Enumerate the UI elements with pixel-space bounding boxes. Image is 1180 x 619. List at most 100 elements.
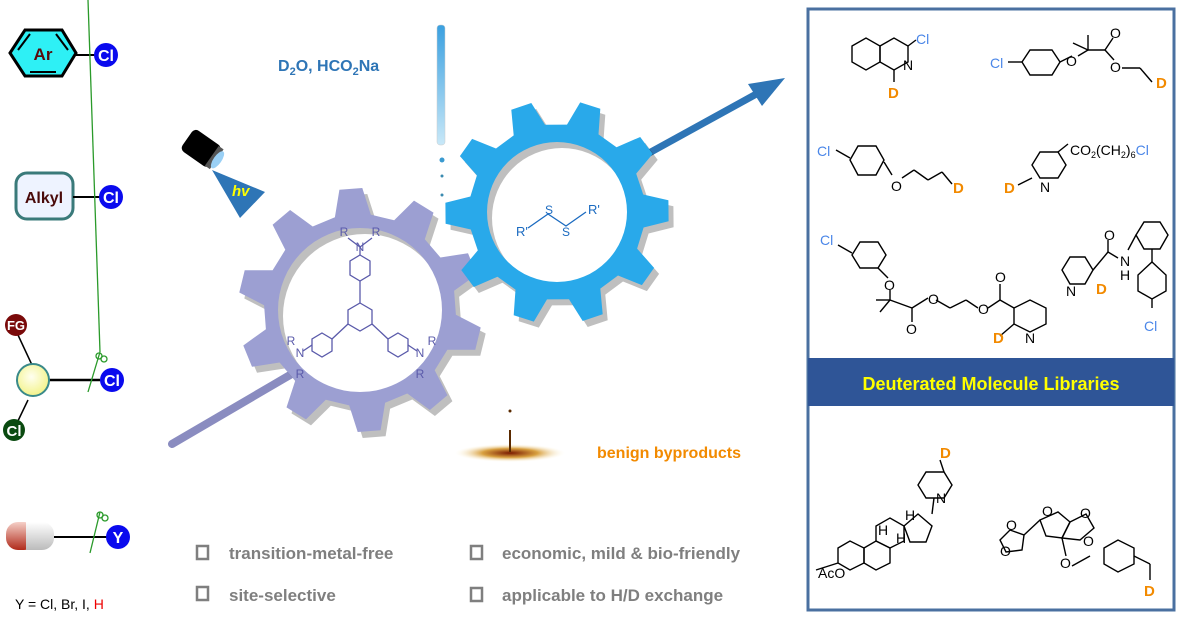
svg-text:N: N xyxy=(936,490,946,506)
svg-text:O: O xyxy=(995,269,1006,285)
svg-text:R: R xyxy=(372,225,381,239)
svg-text:H: H xyxy=(1120,267,1130,283)
svg-text:H: H xyxy=(896,530,906,546)
hv-label: hv xyxy=(232,183,251,200)
svg-text:O: O xyxy=(1000,543,1011,559)
svg-text:O: O xyxy=(891,178,902,194)
svg-text:N: N xyxy=(1040,179,1050,195)
svg-text:N: N xyxy=(296,346,305,360)
disulfide-structure: R' S S R' xyxy=(516,202,600,239)
molecule-steroid-d xyxy=(815,459,1151,580)
svg-text:O: O xyxy=(1060,555,1071,571)
svg-text:R: R xyxy=(416,367,425,381)
svg-text:N: N xyxy=(1025,330,1035,346)
svg-text:N: N xyxy=(1066,283,1076,299)
cl-label: Cl xyxy=(98,48,114,65)
svg-text:N: N xyxy=(1120,253,1130,269)
svg-text:Cl: Cl xyxy=(820,232,833,248)
y-label: Y xyxy=(113,530,124,547)
svg-text:R': R' xyxy=(588,202,600,217)
byproducts-label: benign byproducts xyxy=(597,445,741,462)
library-banner: Deuterated Molecule Libraries xyxy=(862,374,1119,394)
svg-text:O: O xyxy=(978,301,989,317)
svg-text:H: H xyxy=(878,522,888,538)
catalyst-labels: N R R N R R N R R xyxy=(287,225,437,381)
svg-text:D: D xyxy=(888,85,899,102)
svg-text:O: O xyxy=(1104,227,1115,243)
svg-text:O: O xyxy=(928,291,939,307)
reagents-label: D2O, HCO2Na xyxy=(278,58,379,78)
alkyl-label: Alkyl xyxy=(25,190,63,207)
entry-arrow-shaft xyxy=(168,371,294,448)
water-drop-icon xyxy=(455,409,565,462)
capsule-substrate: Y xyxy=(6,511,130,554)
svg-text:R': R' xyxy=(516,224,528,239)
svg-text:R: R xyxy=(340,225,349,239)
svg-text:O: O xyxy=(1110,25,1121,41)
svg-text:D: D xyxy=(953,180,964,197)
scissors-icon xyxy=(87,0,108,393)
svg-text:R: R xyxy=(428,334,437,348)
catalyst-gear xyxy=(239,188,486,438)
svg-text:Cl: Cl xyxy=(990,55,1003,71)
alkyl-chloride: Alkyl Cl xyxy=(14,171,123,221)
molecule-clofibrate-d xyxy=(1008,35,1153,83)
svg-text:Cl: Cl xyxy=(916,31,929,47)
cl-atom-icon xyxy=(94,43,118,67)
svg-text:AcO: AcO xyxy=(818,565,845,581)
cl-label: Cl xyxy=(7,423,22,440)
svg-text:D: D xyxy=(940,445,951,462)
svg-text:O: O xyxy=(884,277,895,293)
ester-chain: CO2(CH2)6Cl xyxy=(1070,142,1149,160)
svg-text:R: R xyxy=(287,334,296,348)
svg-text:D: D xyxy=(993,330,1004,347)
gear-icon xyxy=(445,102,669,322)
svg-text:S: S xyxy=(562,225,570,239)
molecule-isoquinoline xyxy=(851,37,917,82)
disulfide-gear xyxy=(445,102,674,328)
ar-label: Ar xyxy=(34,45,53,64)
svg-text:N: N xyxy=(903,57,913,73)
feature-item: transition-metal-free xyxy=(229,544,393,563)
feature-list: transition-metal-free site-selective eco… xyxy=(195,544,741,605)
svg-text:O: O xyxy=(906,321,917,337)
molecule-chlorophenoxypropane-d xyxy=(835,145,953,185)
fg-label: FG xyxy=(7,318,25,333)
svg-text:N: N xyxy=(356,240,365,254)
scissors-icon xyxy=(89,511,109,554)
flashlight-icon: hv xyxy=(181,129,265,218)
aryl-chloride: Ar Cl xyxy=(8,28,118,78)
y-definition: Y = Cl, Br, I, H xyxy=(15,596,104,612)
svg-text:D: D xyxy=(1004,180,1015,197)
svg-text:N: N xyxy=(416,346,425,360)
svg-text:D: D xyxy=(1096,281,1107,298)
cl-label: Cl xyxy=(104,373,120,390)
svg-text:D: D xyxy=(1156,75,1167,92)
feature-item: economic, mild & bio-friendly xyxy=(502,544,741,563)
molecule-nicotinate-d xyxy=(1017,143,1069,186)
molecule-clofibrate-nicotinate-d xyxy=(837,241,1047,337)
cl-atom-icon xyxy=(99,185,123,209)
pipette-icon xyxy=(436,24,446,197)
svg-text:O: O xyxy=(1042,503,1053,519)
arene-ring-icon xyxy=(8,28,78,78)
triarylamine-catalyst xyxy=(302,237,418,358)
feature-item: applicable to H/D exchange xyxy=(502,586,723,605)
cl-label: Cl xyxy=(103,190,119,207)
svg-text:O: O xyxy=(1080,505,1091,521)
polyhalide-substrate: FG Cl Cl xyxy=(3,0,124,441)
svg-text:O: O xyxy=(1006,517,1017,533)
svg-text:Cl: Cl xyxy=(1144,318,1157,334)
product-arrow xyxy=(638,78,785,162)
svg-text:Cl: Cl xyxy=(817,143,830,159)
feature-item: site-selective xyxy=(229,586,336,605)
gear-icon xyxy=(239,188,481,432)
svg-text:O: O xyxy=(1066,53,1077,69)
svg-text:R: R xyxy=(296,367,305,381)
svg-text:D: D xyxy=(1144,583,1155,600)
svg-text:O: O xyxy=(1110,59,1121,75)
svg-text:H: H xyxy=(905,507,915,523)
